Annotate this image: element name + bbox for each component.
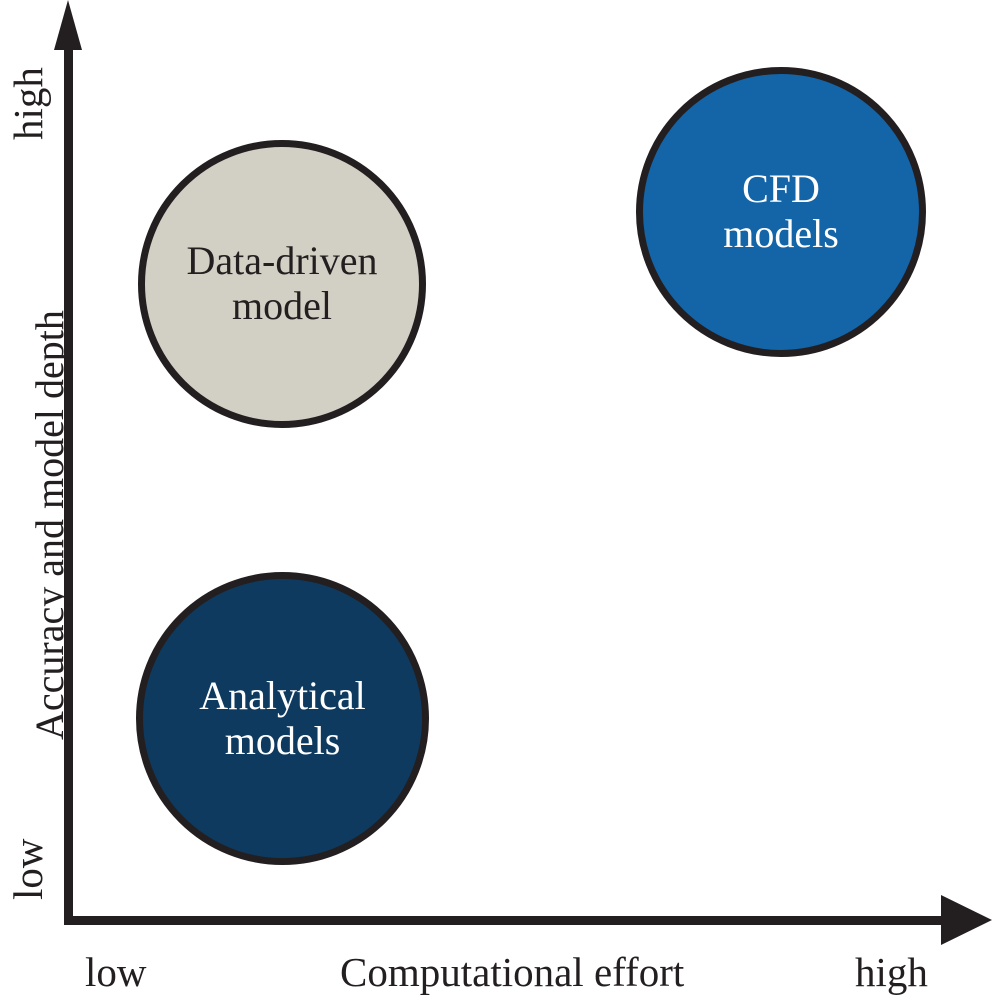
x-axis-low-label: low <box>85 949 147 995</box>
bubble-label-line-2: model <box>232 283 332 328</box>
bubble-analytical-models[interactable]: Analytical models <box>136 572 429 865</box>
x-axis-high-label: high <box>855 949 928 995</box>
bubble-label-line-2: models <box>723 211 839 256</box>
y-axis-line <box>64 46 73 925</box>
y-axis-title: Accuracy and model depth <box>27 310 72 740</box>
y-axis-high-label: high <box>5 67 51 140</box>
bubble-data-driven-model[interactable]: Data-driven model <box>138 140 426 428</box>
up-arrow-icon <box>54 0 82 50</box>
right-arrow-icon <box>941 895 992 945</box>
bubble-label-line-1: Data-driven <box>186 238 378 284</box>
bubble-cfd-models-label: CFD models <box>715 166 847 257</box>
x-axis-line <box>64 916 950 925</box>
bubble-label-line-1: CFD <box>742 166 820 212</box>
x-axis-title: Computational effort <box>340 949 685 995</box>
bubble-label-line-1: Analytical <box>199 672 366 718</box>
bubble-cfd-models[interactable]: CFD models <box>636 67 926 357</box>
bubble-label-line-2: models <box>224 717 341 763</box>
y-axis-low-label: low <box>5 838 51 901</box>
bubble-analytical-models-label: Analytical models <box>191 672 374 764</box>
bubble-data-driven-model-label: Data-driven model <box>178 238 385 329</box>
